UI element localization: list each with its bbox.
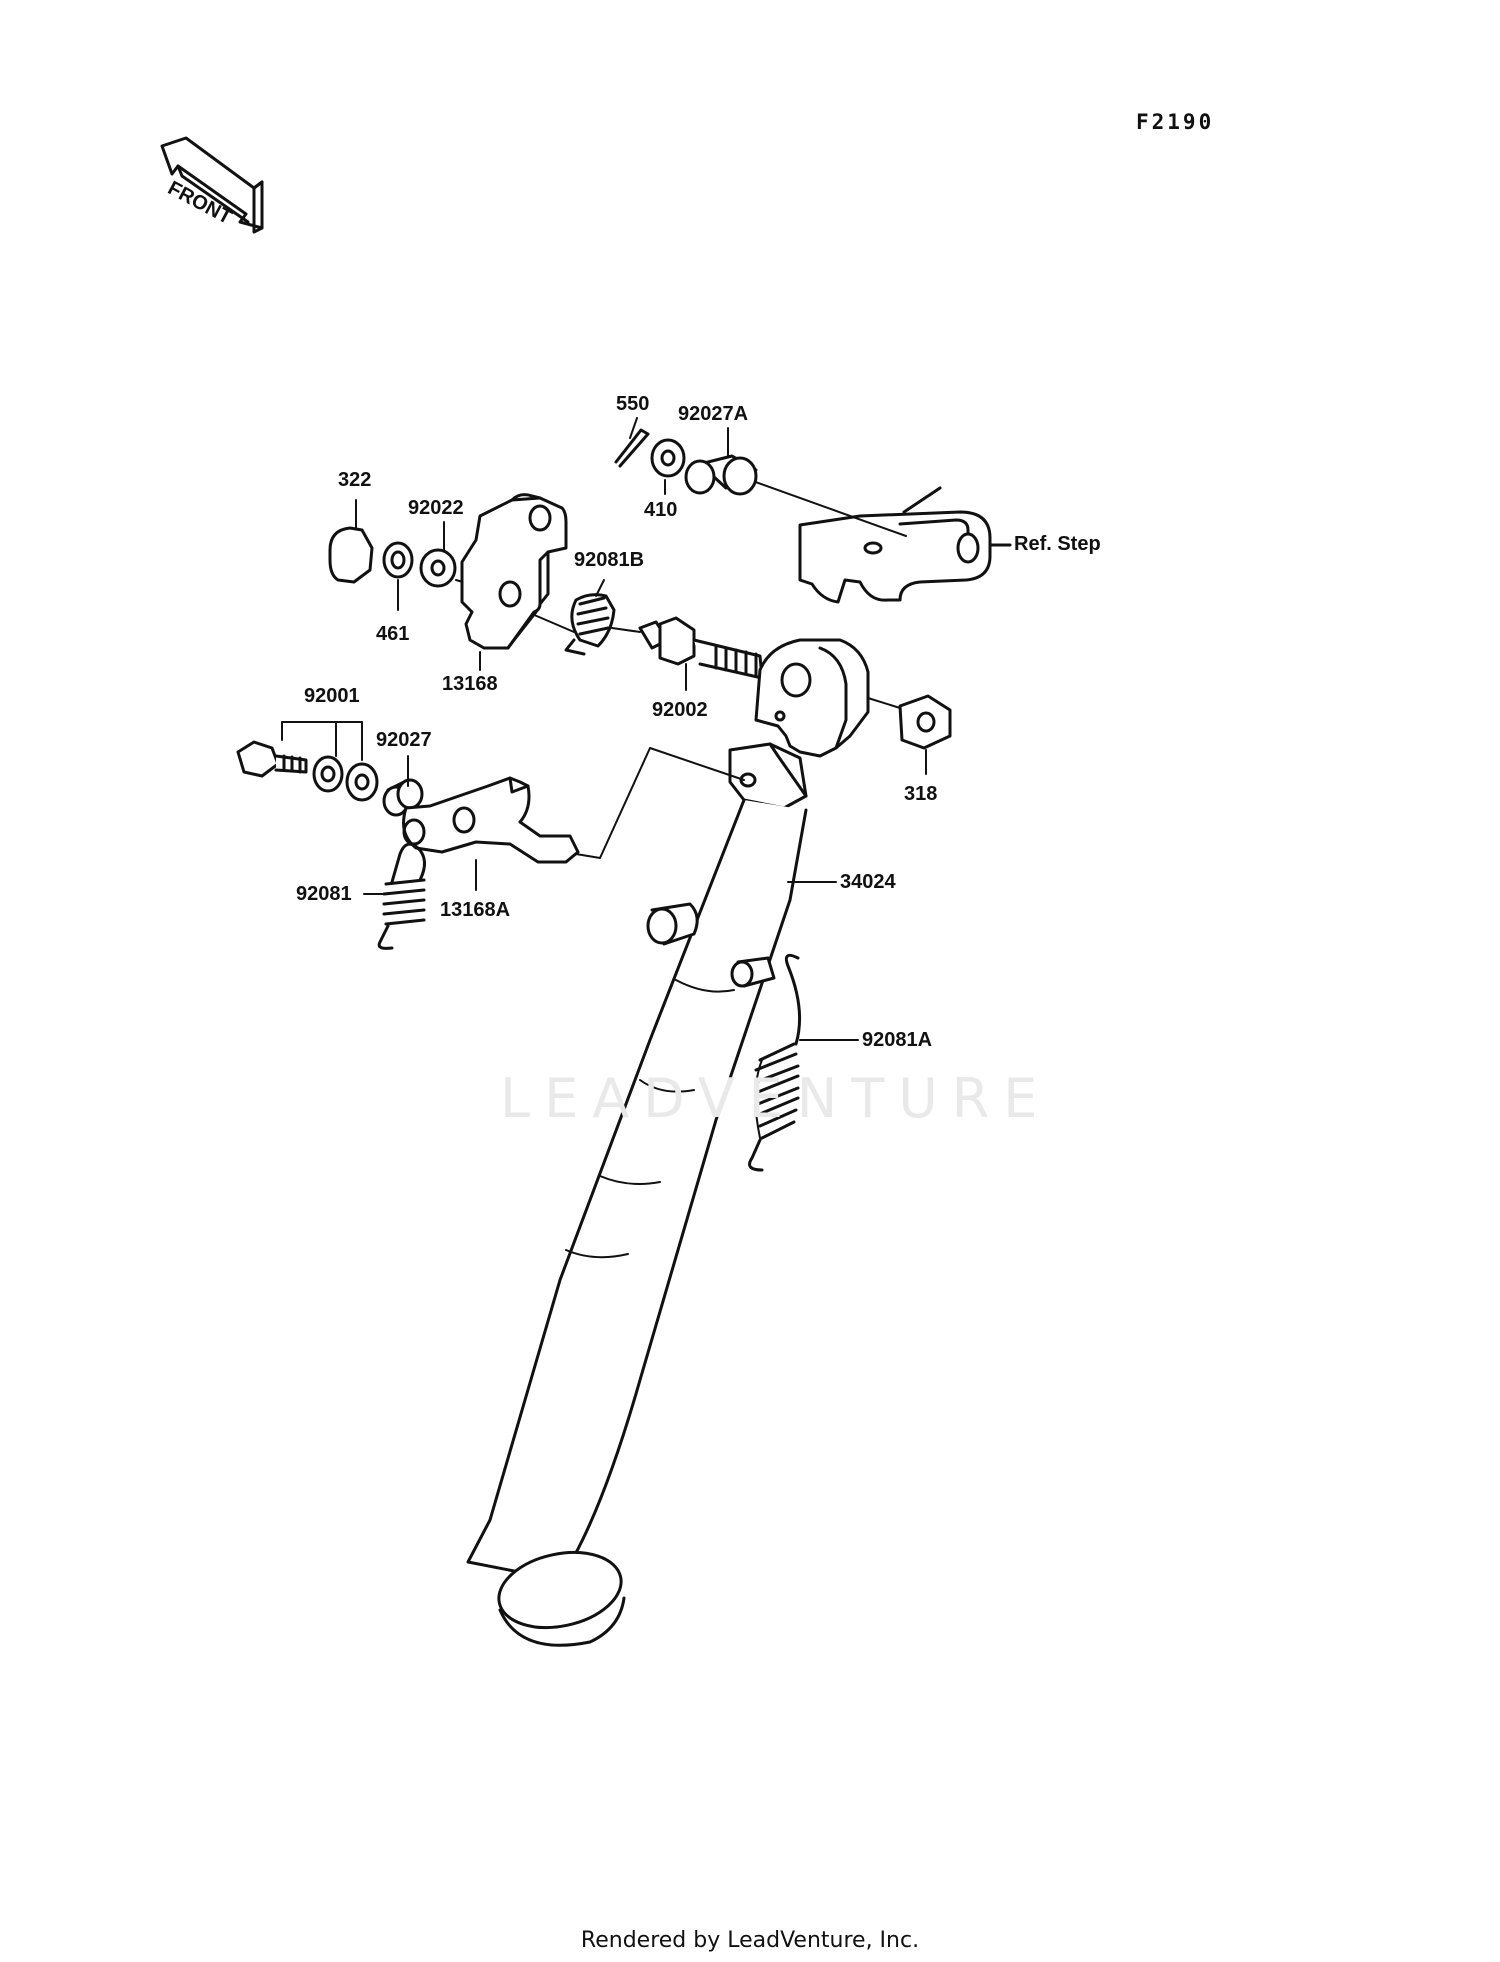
washer-92001-b bbox=[345, 762, 379, 802]
callout-322: 322 bbox=[338, 469, 372, 491]
callout-410: 410 bbox=[644, 499, 678, 521]
callout-13168: 13168 bbox=[442, 673, 498, 695]
callout-461: 461 bbox=[376, 623, 410, 645]
callout-92027A: 92027A bbox=[678, 403, 749, 425]
callout-92081A: 92081A bbox=[862, 1029, 933, 1051]
front-arrow-icon bbox=[160, 136, 264, 234]
callout-13168A: 13168A bbox=[440, 899, 511, 921]
callout-318: 318 bbox=[904, 783, 938, 805]
spring-92081A bbox=[748, 953, 802, 1172]
callout-ref-step: Ref. Step bbox=[1014, 533, 1101, 555]
callout-92081: 92081 bbox=[296, 883, 352, 905]
callout-550: 550 bbox=[616, 393, 650, 415]
axis-line-to-nut bbox=[867, 697, 901, 709]
step-bracket bbox=[798, 486, 1012, 604]
collar-92027A bbox=[684, 454, 758, 496]
figure-code: F2190 bbox=[1136, 110, 1215, 134]
side-stand-34024 bbox=[466, 638, 870, 1647]
bolt-92001 bbox=[236, 740, 308, 778]
callout-92002: 92002 bbox=[652, 699, 708, 721]
callout-92027: 92027 bbox=[376, 729, 432, 751]
leader-arm-to-lug bbox=[575, 747, 745, 859]
washer-410 bbox=[650, 438, 686, 478]
cotter-pin-550 bbox=[614, 428, 650, 468]
collar-92027 bbox=[382, 778, 424, 817]
callout-92022: 92022 bbox=[408, 497, 464, 519]
callout-92081B: 92081B bbox=[574, 549, 645, 571]
callout-92001: 92001 bbox=[304, 685, 360, 707]
leader-collar-to-step bbox=[749, 479, 907, 537]
watermark: LEADVENTURE bbox=[500, 1067, 1052, 1130]
arm-13168A bbox=[402, 776, 580, 864]
pivot-bolt-92002 bbox=[638, 616, 764, 680]
washer-92022 bbox=[419, 548, 457, 588]
spring-92081B bbox=[564, 593, 616, 656]
cap-nut-322 bbox=[328, 526, 374, 584]
washer-92001-a bbox=[312, 755, 344, 793]
callout-leaders bbox=[335, 417, 927, 1041]
callout-34024: 34024 bbox=[840, 871, 896, 893]
bracket-13168 bbox=[460, 493, 568, 650]
group-bracket-92001 bbox=[281, 721, 363, 761]
axis-line-to-pivot bbox=[611, 627, 641, 633]
spring-92081 bbox=[377, 842, 426, 950]
footer-credit: Rendered by LeadVenture, Inc. bbox=[580, 1928, 920, 1953]
axis-line-to-spring bbox=[531, 613, 575, 633]
nut-318 bbox=[898, 694, 952, 750]
washer-461 bbox=[382, 541, 414, 579]
